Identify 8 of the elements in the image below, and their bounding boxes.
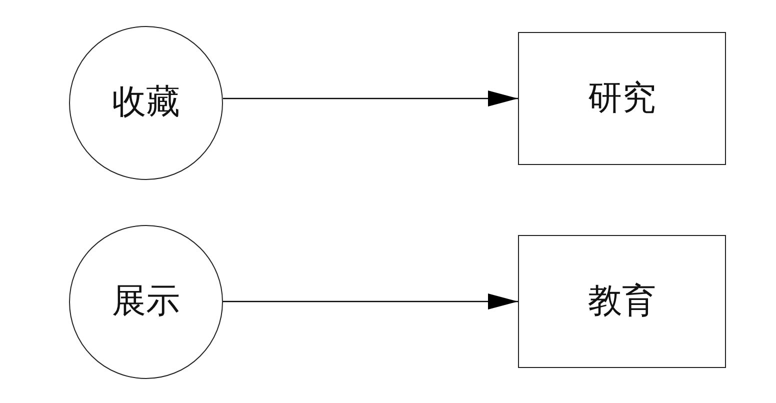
process-box <box>518 235 726 368</box>
process-box <box>518 32 726 165</box>
arrow <box>223 90 518 106</box>
node-label: 教育 <box>588 282 656 320</box>
node-label: 收藏 <box>112 84 180 122</box>
node-label: 展示 <box>112 283 180 321</box>
node-label: 研究 <box>588 80 656 118</box>
arrow <box>223 294 518 310</box>
